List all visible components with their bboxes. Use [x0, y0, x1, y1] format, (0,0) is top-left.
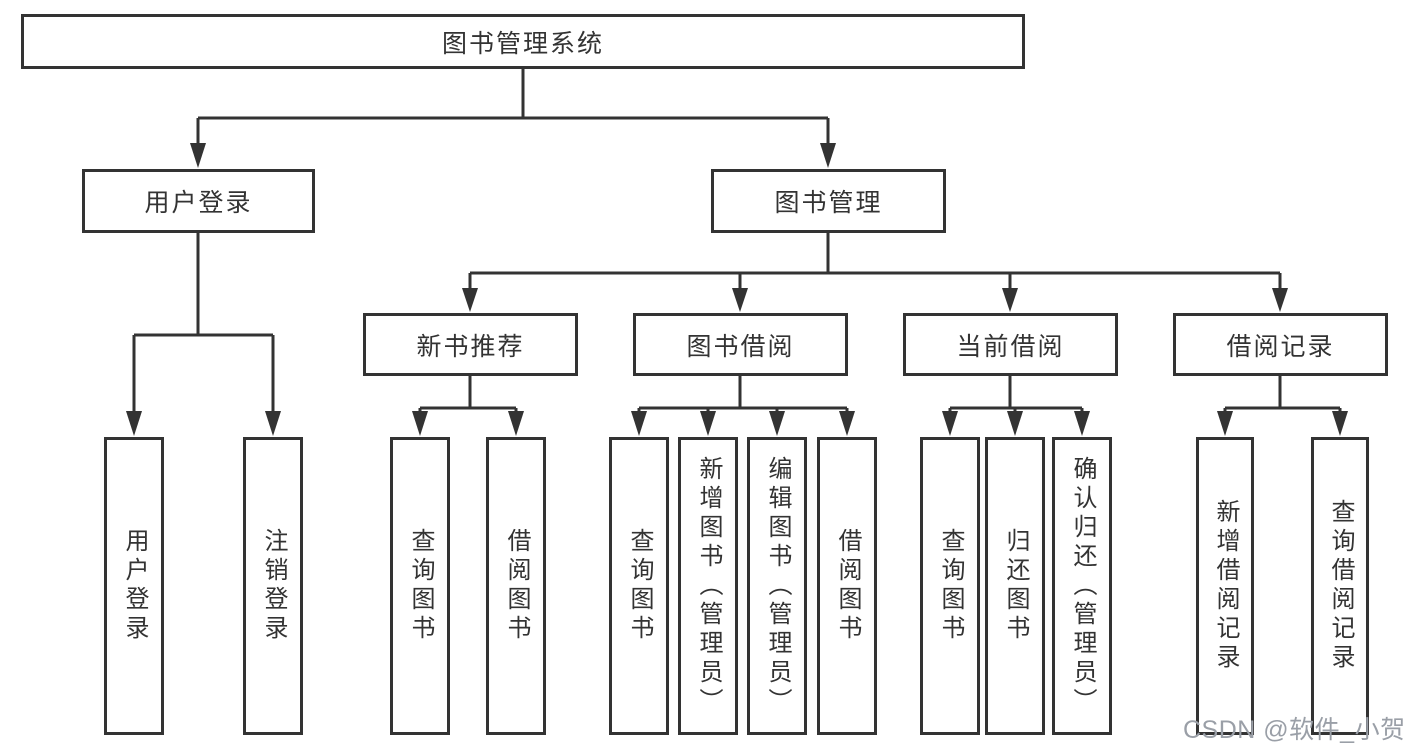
node-records: 借阅记录	[1173, 313, 1388, 376]
node-root: 图书管理系统	[21, 14, 1025, 69]
leaf-records-add: 新增借阅记录	[1196, 437, 1254, 735]
connectors-root	[196, 69, 830, 144]
watermark: CSDN @软件_小贺同学	[1183, 716, 1405, 744]
arrowheads-records	[1217, 411, 1348, 436]
connectors-book-mgmt	[468, 233, 1282, 289]
arrowheads-new-books	[412, 411, 524, 436]
leaf-newbooks-query: 查询图书	[390, 437, 450, 735]
arrowheads-borrow	[631, 411, 855, 436]
leaf-borrow-edit: 编辑图书（管理员）	[747, 437, 807, 735]
leaf-current-confirm: 确认归还（管理员）	[1052, 437, 1112, 735]
arrowheads-book-mgmt	[462, 288, 1288, 312]
leaf-current-query: 查询图书	[920, 437, 980, 735]
leaf-newbooks-borrow: 借阅图书	[486, 437, 546, 735]
leaf-logout: 注销登录	[243, 437, 303, 735]
node-user-login: 用户登录	[82, 169, 315, 233]
leaf-current-return: 归还图书	[985, 437, 1045, 735]
arrowheads-root	[190, 143, 836, 168]
connectors-new-books	[418, 376, 518, 412]
leaf-borrow-add: 新增图书（管理员）	[678, 437, 738, 735]
leaf-user-login: 用户登录	[104, 437, 164, 735]
arrowheads-user-login	[126, 411, 281, 436]
node-book-mgmt: 图书管理	[711, 169, 946, 233]
connectors-records	[1223, 376, 1342, 412]
leaf-borrow-query: 查询图书	[609, 437, 669, 735]
connectors-borrow	[637, 376, 849, 412]
node-borrow: 图书借阅	[633, 313, 848, 376]
leaf-records-query: 查询借阅记录	[1311, 437, 1369, 735]
node-current: 当前借阅	[903, 313, 1118, 376]
node-new-books: 新书推荐	[363, 313, 578, 376]
connectors-current	[948, 376, 1084, 412]
arrowheads-current	[942, 411, 1090, 436]
connectors-user-login	[132, 233, 275, 412]
leaf-borrow-borrow: 借阅图书	[817, 437, 877, 735]
